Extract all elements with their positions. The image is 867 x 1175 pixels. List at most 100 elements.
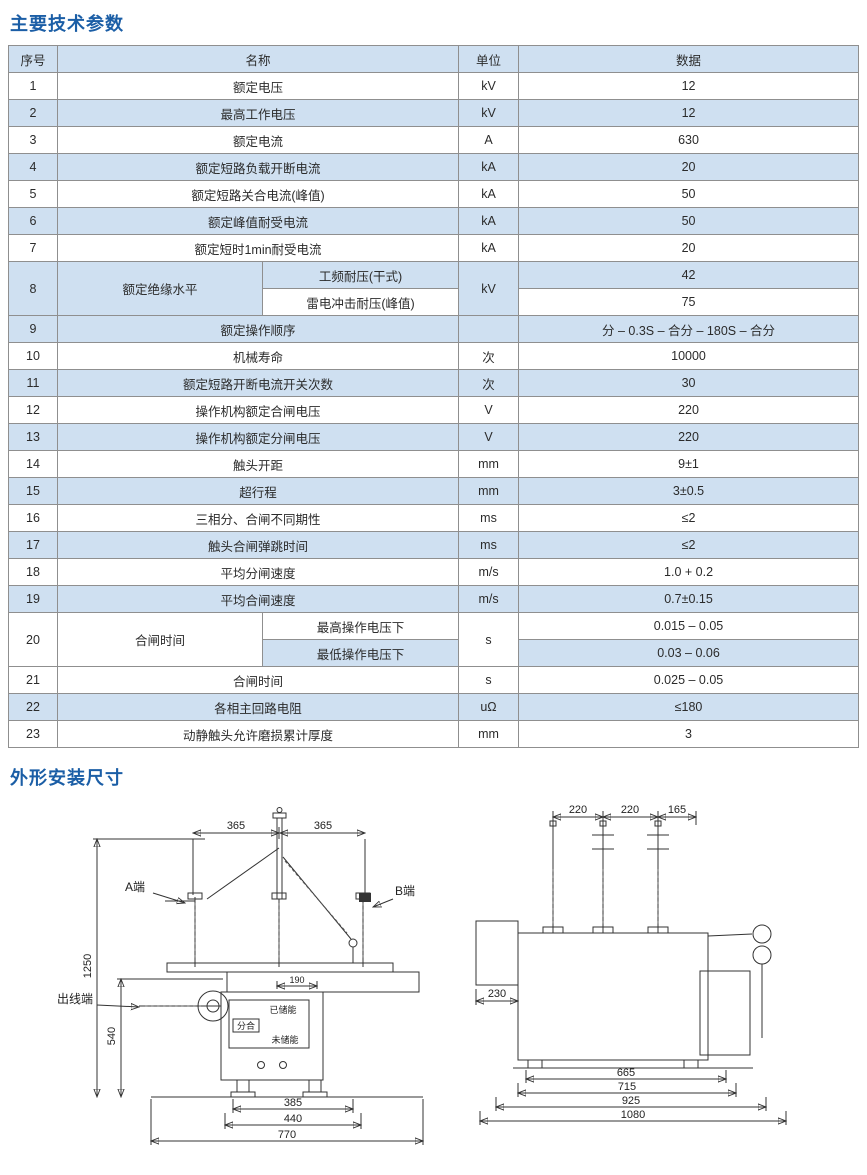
row-name: 额定短路开断电流开关次数 — [56, 369, 460, 397]
row-no: 11 — [8, 369, 58, 397]
row-unit: kA — [458, 234, 520, 262]
row-name: 操作机构额定分闸电压 — [56, 423, 460, 451]
row-subname: 最高操作电压下 — [261, 612, 460, 640]
table-row: 7 额定短时1min耐受电流 kA 20 — [8, 234, 860, 262]
row-name: 平均分闸速度 — [56, 558, 460, 586]
row-value: 10000 — [518, 342, 860, 370]
table-row: 12 操作机构额定合闸电压 V 220 — [8, 396, 860, 424]
row-name: 额定电流 — [56, 126, 460, 154]
row-no: 8 — [8, 261, 58, 316]
table-row: 17 触头合闸弹跳时间 ms ≤2 — [8, 531, 860, 559]
header-no: 序号 — [8, 45, 58, 73]
row-value: 75 — [518, 288, 860, 316]
row-no: 18 — [8, 558, 58, 586]
row-no: 20 — [8, 612, 58, 667]
row-value: 20 — [518, 153, 860, 181]
row-value: 50 — [518, 207, 860, 235]
row-unit: kV — [458, 261, 520, 316]
dim-365-right: 365 — [314, 820, 332, 832]
row-name: 机械寿命 — [56, 342, 460, 370]
table-row: 18 平均分闸速度 m/s 1.0 + 0.2 — [8, 558, 860, 586]
row-no: 21 — [8, 666, 58, 694]
row-value: 12 — [518, 72, 860, 100]
table-row: 9 额定操作顺序 分 – 0.3S – 合分 – 180S – 合分 — [8, 315, 860, 343]
table-row: 19 平均合闸速度 m/s 0.7±0.15 — [8, 585, 860, 613]
row-value: 30 — [518, 369, 860, 397]
row-name: 最高工作电压 — [56, 99, 460, 127]
table-row: 3 额定电流 A 630 — [8, 126, 860, 154]
row-name: 额定峰值耐受电流 — [56, 207, 460, 235]
row-name: 动静触头允许磨损累计厚度 — [56, 720, 460, 748]
row-no: 10 — [8, 342, 58, 370]
header-unit: 单位 — [458, 45, 520, 73]
row-no: 22 — [8, 693, 58, 721]
row-unit: V — [458, 396, 520, 424]
row-subname: 工频耐压(干式) — [261, 261, 460, 289]
label-a-end: A端 — [125, 880, 145, 894]
header-name: 名称 — [56, 45, 460, 73]
table-row: 20 合闸时间 最高操作电压下 s 0.015 – 0.05 — [8, 612, 860, 667]
row-unit: kV — [458, 99, 520, 127]
dim-220-b: 220 — [621, 804, 639, 816]
row-value: 1.0 + 0.2 — [518, 558, 860, 586]
row-value: 42 — [518, 261, 860, 289]
row-name: 额定绝缘水平 — [57, 261, 263, 316]
row-no: 3 — [8, 126, 58, 154]
row-unit: s — [458, 666, 520, 694]
table-row: 10 机械寿命 次 10000 — [8, 342, 860, 370]
dim-715: 715 — [618, 1081, 636, 1093]
table-row: 23 动静触头允许磨损累计厚度 mm 3 — [8, 720, 860, 748]
row-name: 额定电压 — [56, 72, 460, 100]
row-unit: kA — [458, 180, 520, 208]
dim-365-left: 365 — [227, 820, 245, 832]
row-value: 630 — [518, 126, 860, 154]
section-title-dimensions: 外形安装尺寸 — [10, 768, 124, 788]
dim-1250: 1250 — [82, 954, 94, 978]
dim-385: 385 — [284, 1097, 302, 1109]
table-row: 13 操作机构额定分闸电压 V 220 — [8, 423, 860, 451]
dim-1080: 1080 — [621, 1109, 645, 1121]
dim-665: 665 — [617, 1067, 635, 1079]
label-outlet-end: 出线端 — [57, 992, 93, 1006]
row-name: 额定短路负载开断电流 — [56, 153, 460, 181]
row-unit: mm — [458, 450, 520, 478]
row-name: 触头合闸弹跳时间 — [56, 531, 460, 559]
table-row: 11 额定短路开断电流开关次数 次 30 — [8, 369, 860, 397]
row-unit — [458, 315, 520, 343]
row-value: 分 – 0.3S – 合分 – 180S – 合分 — [518, 315, 860, 343]
row-no: 9 — [8, 315, 58, 343]
row-name: 触头开距 — [56, 450, 460, 478]
installation-drawings: 365 365 1250 540 A端 B端 已储能 分合 未储能 — [0, 803, 867, 1168]
dim-165: 165 — [668, 804, 686, 816]
dim-220-a: 220 — [569, 804, 587, 816]
label-uncharged: 未储能 — [271, 1034, 298, 1045]
row-value: ≤2 — [518, 504, 860, 532]
dim-230: 230 — [488, 988, 506, 1000]
label-b-end: B端 — [395, 884, 415, 898]
row-unit: mm — [458, 720, 520, 748]
row-name: 合闸时间 — [56, 666, 460, 694]
dim-925: 925 — [622, 1095, 640, 1107]
row-value: ≤2 — [518, 531, 860, 559]
row-no: 2 — [8, 99, 58, 127]
row-subname: 雷电冲击耐压(峰值) — [261, 288, 460, 316]
row-no: 5 — [8, 180, 58, 208]
row-unit: 次 — [458, 369, 520, 397]
dim-770: 770 — [278, 1129, 296, 1141]
row-no: 6 — [8, 207, 58, 235]
table-row: 5 额定短路关合电流(峰值) kA 50 — [8, 180, 860, 208]
row-no: 12 — [8, 396, 58, 424]
table-row: 2 最高工作电压 kV 12 — [8, 99, 860, 127]
side-view-drawing: 365 365 1250 540 A端 B端 已储能 分合 未储能 — [57, 807, 475, 1145]
row-value: 3±0.5 — [518, 477, 860, 505]
row-name: 操作机构额定合闸电压 — [56, 396, 460, 424]
row-unit: mm — [458, 477, 520, 505]
row-name: 额定操作顺序 — [56, 315, 460, 343]
row-value: 50 — [518, 180, 860, 208]
row-unit: A — [458, 126, 520, 154]
row-unit: s — [458, 612, 520, 667]
row-unit: 次 — [458, 342, 520, 370]
row-name: 三相分、合闸不同期性 — [56, 504, 460, 532]
table-row: 4 额定短路负载开断电流 kA 20 — [8, 153, 860, 181]
row-no: 4 — [8, 153, 58, 181]
